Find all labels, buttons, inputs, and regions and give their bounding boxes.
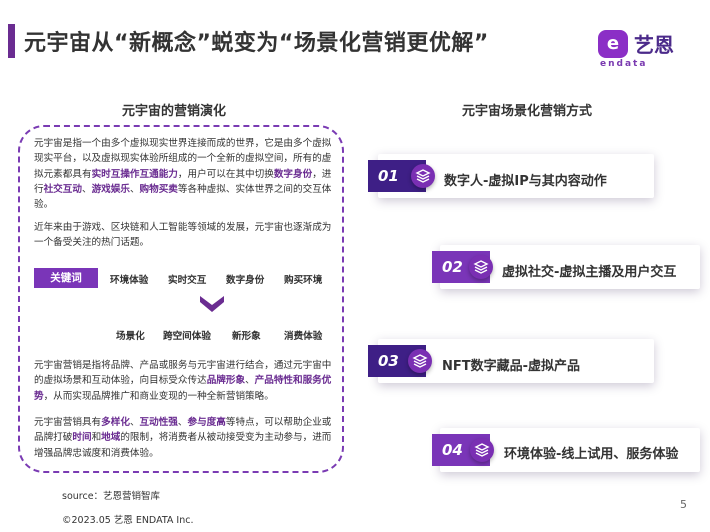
text-segment: 元宇宙营销是指将品牌、产品或服务与元宇宙进行结合，通过元宇宙中的虚拟场景和互动体…	[34, 360, 332, 387]
right-section-title: 元宇宙场景化营销方式	[462, 104, 593, 119]
highlight-text: 互动性强	[139, 417, 178, 428]
highlight-text: 地域	[101, 432, 121, 444]
metaverse-definition-paragraph: 元宇宙是指一个由多个虚拟现实世界连接而成的世界，它是由多个虚拟现实平台，以及虚拟…	[34, 136, 332, 212]
keyword-top-item: 购买环境	[284, 275, 323, 286]
marketing-evolution-panel	[18, 125, 344, 473]
highlight-text: 时间	[72, 432, 92, 444]
left-section-title: 元宇宙的营销演化	[122, 104, 227, 119]
text-segment: 、	[245, 375, 255, 387]
text-segment: 等各种虚拟、实体世界之间的交互体验。	[34, 183, 332, 211]
keyword-bottom-item: 新形象	[232, 331, 261, 342]
highlight-text: 数字身份	[273, 168, 313, 180]
item-label: 虚拟社交-虚拟主播及用户交互	[502, 265, 677, 280]
highlight-text: 品牌形象	[206, 375, 246, 387]
metaverse-marketing-paragraph: 元宇宙营销是指将品牌、产品或服务与元宇宙进行结合，通过元宇宙中的虚拟场景和互动体…	[34, 358, 332, 404]
page-title: 元宇宙从“新概念”蜕变为“场景化营销更优解”	[24, 31, 489, 56]
brand-logo: e 艺恩 endata	[598, 28, 698, 69]
text-segment: 、	[129, 183, 140, 195]
logo-icon: e	[598, 30, 628, 58]
keyword-top-item: 数字身份	[226, 275, 265, 286]
keyword-badge: 关键词	[34, 268, 98, 288]
highlight-text: 游戏娱乐	[91, 183, 130, 195]
item-label: 环境体验-线上试用、服务体验	[504, 447, 679, 462]
marketing-features-paragraph: 元宇宙营销具有多样化、互动性强、参与度高等特点，可以帮助企业或品牌打破时间和地域…	[34, 415, 332, 461]
text-segment: ，从而实现品牌推广和商业变现的一种全新营销策略。	[43, 390, 274, 402]
text-segment: ，进行	[34, 168, 332, 195]
text-segment: 、	[81, 183, 92, 195]
title-accent-bar	[8, 24, 15, 58]
highlight-text: 多样化	[101, 417, 130, 428]
page-number: 5	[680, 498, 687, 511]
logo-chinese-name: 艺恩	[634, 33, 674, 57]
text-segment: 的限制，将消费者从被动接受变为主动参与，进而增强品牌忠诚度和消费体验。	[34, 432, 332, 459]
item-label: NFT数字藏品-虚拟产品	[442, 359, 581, 374]
text-segment: 等特点，可以帮助企业或品牌打破	[34, 417, 332, 444]
text-segment: 元宇宙营销具有	[34, 417, 102, 428]
highlight-text: 参与度高	[187, 417, 226, 428]
trend-paragraph: 近年来由于游戏、区块链和人工智能等领域的发展，元宇宙也逐渐成为一个备受关注的热门…	[34, 222, 332, 249]
keyword-bottom-item: 跨空间体验	[163, 331, 211, 342]
highlight-text: 社交互动	[43, 183, 82, 195]
highlight-text: 实时互操作互通能力	[91, 168, 178, 180]
keyword-top-item: 实时交互	[168, 275, 207, 286]
keyword-bottom-item: 场景化	[116, 331, 145, 342]
copyright-note: ©2023.05 艺恩 ENDATA Inc.	[62, 515, 194, 526]
keyword-bottom-item: 消费体验	[284, 331, 323, 342]
text-segment: 元宇宙是指一个由多个虚拟现实世界连接而成的世界，它是由多个虚拟现实平台，以及虚拟…	[34, 138, 332, 180]
text-segment: ，用户可以在其中切换	[177, 168, 274, 180]
logo-english-name: endata	[600, 59, 648, 69]
highlight-text: 产品特性和服务优势	[34, 375, 332, 402]
text-segment: 、	[177, 417, 188, 428]
layers-icon	[469, 255, 493, 279]
layers-icon	[470, 438, 494, 462]
text-segment: 和	[91, 432, 102, 444]
source-note: source：艺恩营销智库	[62, 491, 161, 502]
layers-icon	[411, 164, 435, 188]
item-label: 数字人-虚拟IP与其内容动作	[444, 174, 607, 189]
keyword-top-item: 环境体验	[110, 275, 149, 286]
highlight-text: 购物买卖	[139, 183, 178, 195]
chevron-down-icon	[200, 296, 224, 312]
layers-icon	[408, 349, 432, 373]
text-segment: 、	[129, 417, 140, 428]
